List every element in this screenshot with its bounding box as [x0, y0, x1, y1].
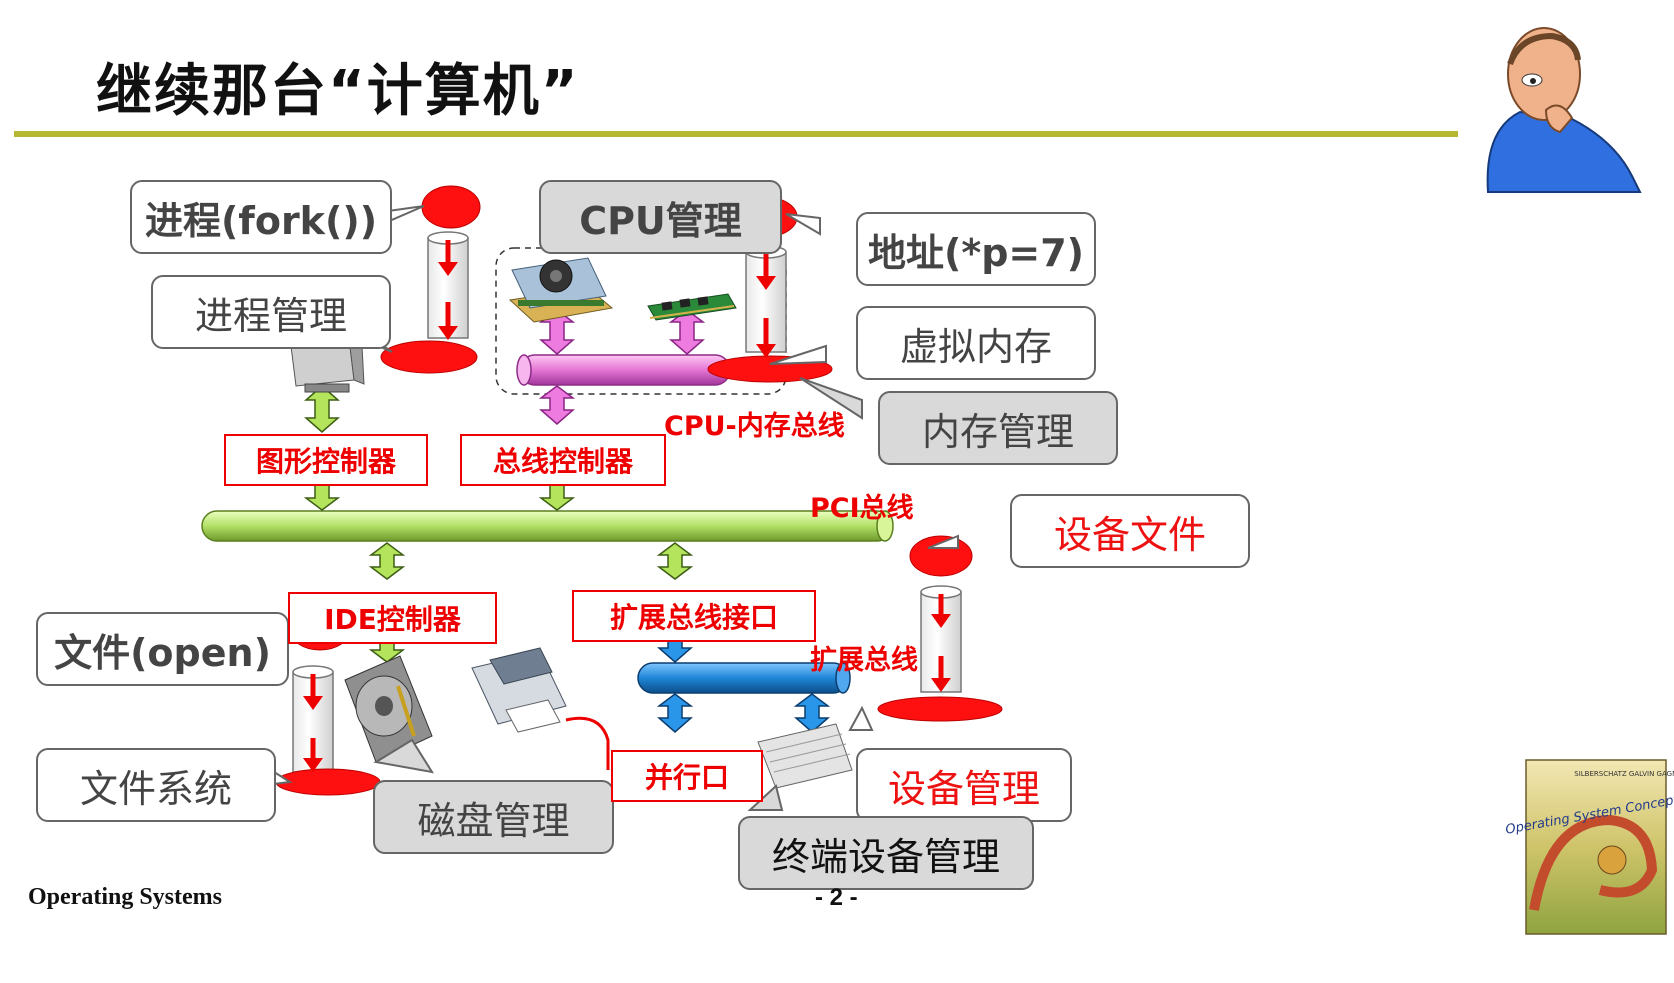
cpu-chip-image: [508, 257, 614, 323]
callout-device-file: 设备文件: [1010, 494, 1250, 568]
tail-virtual-memory: [769, 344, 827, 365]
ram-stick-image: [647, 293, 737, 321]
printer-image: [471, 647, 610, 770]
tail-device-mgmt: [848, 705, 874, 731]
label-pci-bus: PCI总线: [810, 493, 914, 524]
tail-device-file: [927, 534, 959, 549]
graphics-controller: 图形控制器: [224, 434, 428, 486]
gray-callout-tails: [373, 377, 863, 811]
callout-virtual-memory: 虚拟内存: [856, 306, 1096, 380]
magenta-arrows: [538, 309, 706, 425]
page-number: - 2 -: [815, 884, 858, 911]
device-syscall-pipe: [877, 535, 1003, 722]
tail-address: [785, 213, 821, 236]
arrow-pci-ide: [368, 542, 406, 580]
tail-terminal-mgmt: [747, 784, 784, 811]
label-expansion-bus: 扩展总线: [810, 645, 918, 676]
tail-memory-mgmt: [799, 377, 863, 420]
callout-process-fork: 进程(fork()): [130, 180, 392, 254]
footer-course-name: Operating Systems: [28, 884, 222, 910]
green-arrows: [303, 385, 694, 663]
callout-cpu-mgmt: CPU管理: [539, 180, 782, 254]
callout-process-mgmt: 进程管理: [151, 275, 391, 349]
hard-disk-image: [344, 655, 433, 763]
process-syscall-red-top: [421, 185, 481, 229]
bus-controller: 总线控制器: [460, 434, 666, 486]
callout-address: 地址(*p=7): [856, 212, 1096, 286]
book-cover-image: SILBERSCHATZ GALVIN GAGNE Operating Syst…: [1504, 759, 1674, 935]
process-syscall-pipe: [380, 185, 481, 374]
thinking-man-icon: [1486, 27, 1642, 193]
arrow-graphics-up: [304, 385, 340, 433]
arrow-ram-bus: [668, 309, 706, 355]
callout-device-mgmt: 设备管理: [856, 748, 1072, 822]
arrow-expansion-keyboard: [793, 693, 831, 733]
book-authors: SILBERSCHATZ GALVIN GAGNE: [1574, 770, 1674, 778]
callout-terminal-mgmt: 终端设备管理: [738, 816, 1034, 890]
expansion-bus-interface: 扩展总线接口: [572, 590, 816, 642]
ide-controller: IDE控制器: [288, 592, 497, 644]
pci-bus: [201, 510, 894, 542]
keyboard-image: [757, 723, 853, 789]
callout-file-open: 文件(open): [36, 612, 289, 686]
device-syscall-red-bottom: [877, 696, 1003, 722]
slide-title: 继续那台“计算机”: [96, 59, 580, 124]
arrow-pci-expansion: [656, 542, 694, 580]
arrow-cpu-bus: [538, 309, 576, 355]
process-syscall-red-bottom: [380, 340, 478, 374]
arrow-bus-controller-up: [538, 385, 576, 425]
expansion-bus: [637, 662, 851, 694]
parallel-port: 并行口: [611, 750, 763, 802]
callout-disk-mgmt: 磁盘管理: [373, 780, 614, 854]
title-rule: [14, 131, 1458, 137]
tail-disk-mgmt: [373, 738, 435, 774]
arrow-expansion-parallel: [656, 693, 694, 733]
callout-memory-mgmt: 内存管理: [878, 391, 1118, 465]
callout-file-system: 文件系统: [36, 748, 276, 822]
cpu-memory-bus: [516, 354, 731, 386]
label-cpu-memory-bus: CPU-内存总线: [664, 411, 845, 442]
